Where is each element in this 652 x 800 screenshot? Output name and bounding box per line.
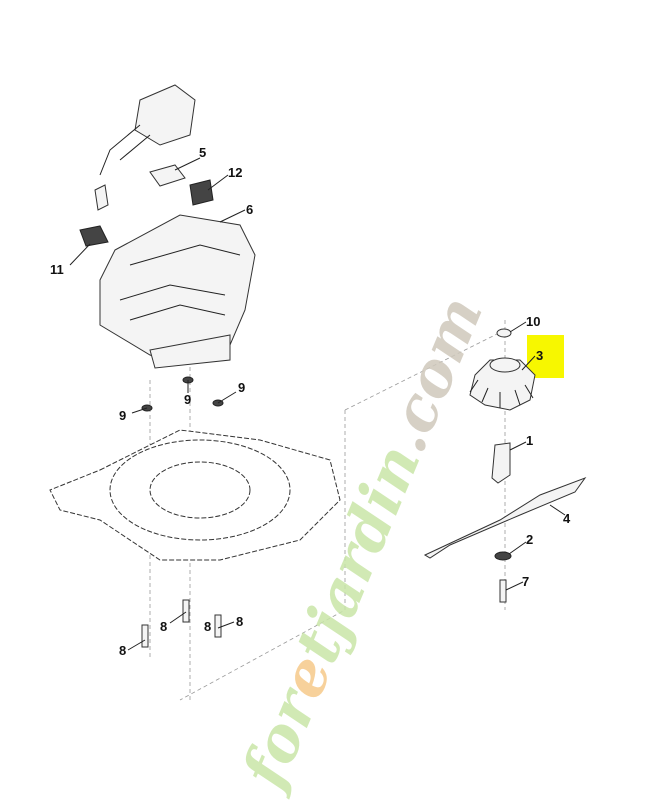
leader-lines <box>69 157 566 651</box>
callout-3: 3 <box>536 348 543 363</box>
bolt-part-8 <box>182 599 190 623</box>
callout-8: 8 <box>119 643 126 658</box>
bolt-part-7 <box>499 579 507 603</box>
callout-2: 2 <box>526 532 533 547</box>
highlight-box <box>527 335 564 378</box>
callout-8: 8 <box>236 614 243 629</box>
bolt-part-8 <box>214 614 222 638</box>
adapter-part-1 <box>491 442 511 484</box>
washer-part-2 <box>494 551 512 561</box>
callout-6: 6 <box>246 202 253 217</box>
fan-part-3 <box>469 357 536 411</box>
part-11 <box>79 225 109 247</box>
callout-4: 4 <box>563 511 571 526</box>
callout-7: 7 <box>522 574 529 589</box>
mower-deck <box>49 429 341 561</box>
callout-1: 1 <box>526 433 533 448</box>
control-housing <box>94 84 196 211</box>
callout-9: 9 <box>184 392 191 407</box>
ring-part-10 <box>496 328 512 338</box>
callout-8: 8 <box>160 619 167 634</box>
blade-part-4 <box>423 476 587 559</box>
switch-part-12 <box>189 179 214 206</box>
callout-12: 12 <box>228 165 242 180</box>
bolt-part-8 <box>141 624 149 648</box>
callout-9: 9 <box>119 408 126 423</box>
callout-11: 11 <box>50 262 64 277</box>
cover-part-5 <box>149 164 186 187</box>
callout-8: 8 <box>204 619 211 634</box>
callout-9: 9 <box>238 380 245 395</box>
motor-hood-part-6 <box>99 214 256 369</box>
callout-5: 5 <box>199 145 206 160</box>
callout-10: 10 <box>526 314 540 329</box>
